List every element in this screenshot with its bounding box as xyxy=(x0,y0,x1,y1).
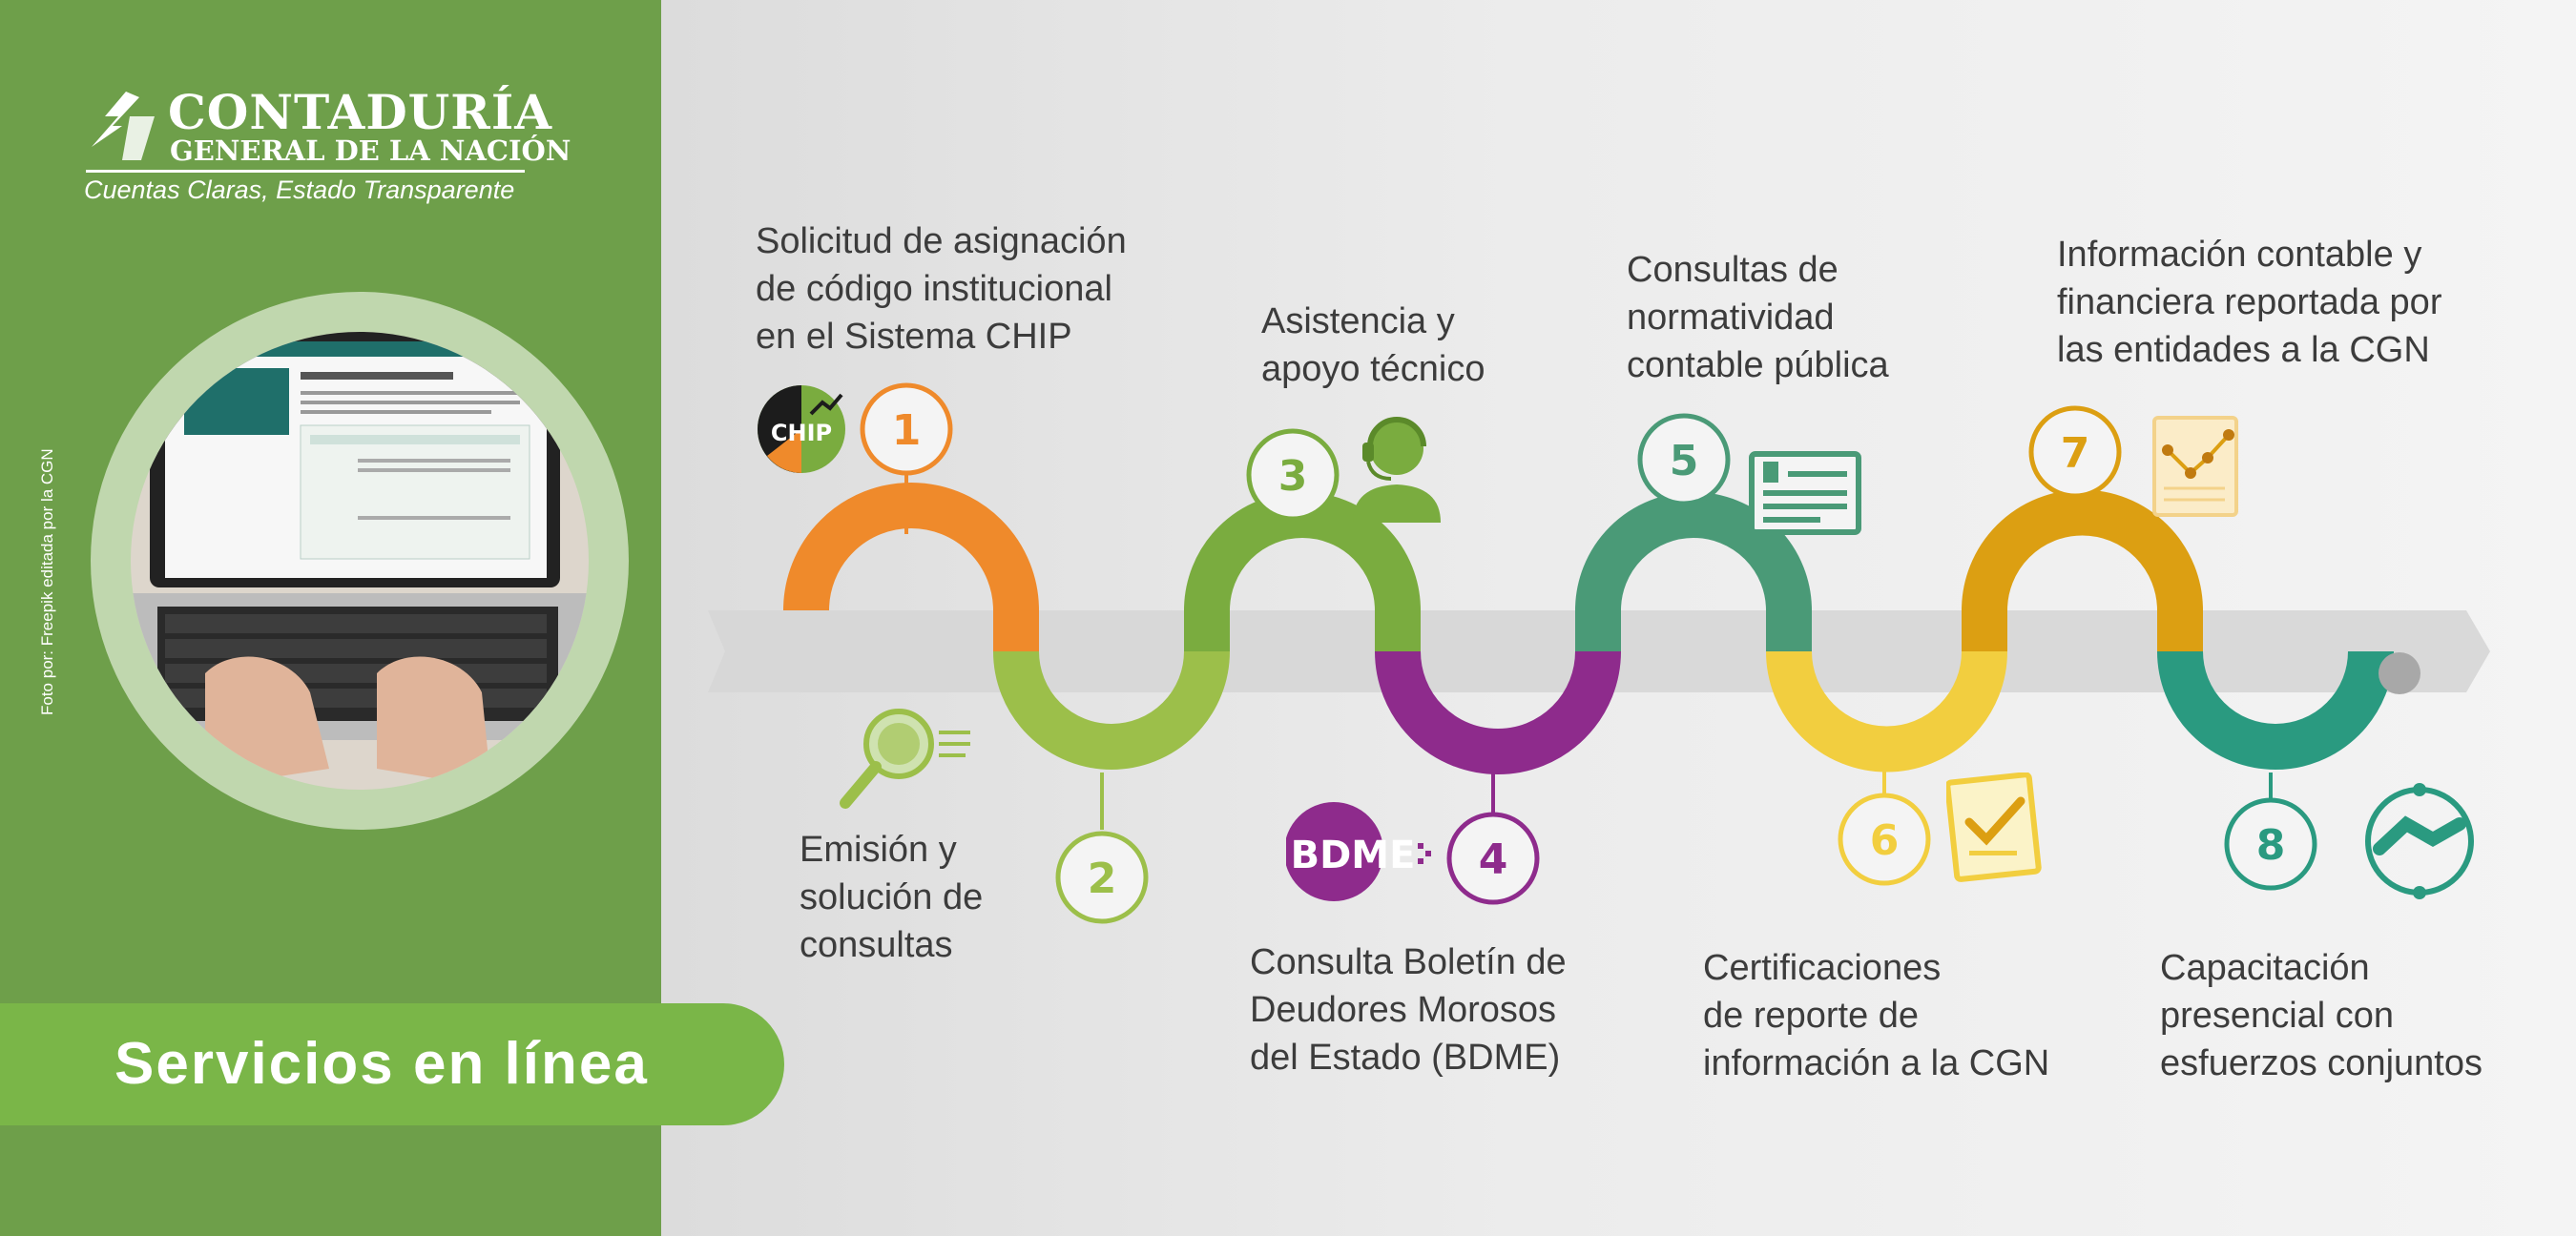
section-banner xyxy=(0,1003,784,1125)
step-3-number: 3 xyxy=(1278,452,1308,501)
brand-divider xyxy=(86,170,525,173)
wave-segment-1 xyxy=(783,483,1039,651)
wave-segment-2 xyxy=(993,650,1230,770)
brand-tagline: Cuentas Claras, Estado Transparente xyxy=(84,175,515,204)
document-icon xyxy=(1749,451,1861,535)
chart-report-icon xyxy=(2152,416,2238,517)
step-7-marker xyxy=(2028,405,2122,499)
svg-text:BDME: BDME xyxy=(1291,834,1416,877)
step-8-number: 8 xyxy=(2256,821,2286,870)
step-6-number: 6 xyxy=(1870,816,1900,865)
wave-segment-7 xyxy=(1962,489,2203,651)
step-4-number: 4 xyxy=(1479,835,1508,884)
bdme-logo-icon: BDME xyxy=(1286,802,1431,901)
step-7-number: 7 xyxy=(2061,429,2090,478)
handshake-icon xyxy=(2365,783,2474,899)
wave-segment-8 xyxy=(2157,650,2394,770)
step-1-marker xyxy=(860,382,953,476)
cgn-logo-icon xyxy=(92,92,155,160)
step-5-marker xyxy=(1637,413,1731,506)
step-6-marker xyxy=(1838,793,1931,886)
step-2-number: 2 xyxy=(1088,855,1117,903)
brand-subname: GENERAL DE LA NACIÓN xyxy=(170,134,571,167)
brand-name: CONTADURÍA xyxy=(168,84,553,140)
banner-title: Servicios en línea xyxy=(114,1031,649,1097)
step-8-marker xyxy=(2224,797,2317,891)
chip-logo-icon: CHIP xyxy=(758,385,845,473)
svg-text:CHIP: CHIP xyxy=(771,420,832,446)
step-3-marker xyxy=(1246,428,1340,522)
magnifier-icon xyxy=(840,709,970,809)
step-2-marker xyxy=(1055,831,1149,924)
wave-segment-6 xyxy=(1766,650,2007,772)
support-agent-icon xyxy=(1353,417,1441,523)
certificate-check-icon xyxy=(1946,772,2042,882)
wave-segment-5 xyxy=(1575,492,1812,651)
step-5-number: 5 xyxy=(1670,437,1699,485)
step-1-number: 1 xyxy=(892,406,922,455)
laptop-photo xyxy=(91,292,629,830)
step-4-marker xyxy=(1446,812,1540,905)
wave-segment-4 xyxy=(1375,650,1621,774)
